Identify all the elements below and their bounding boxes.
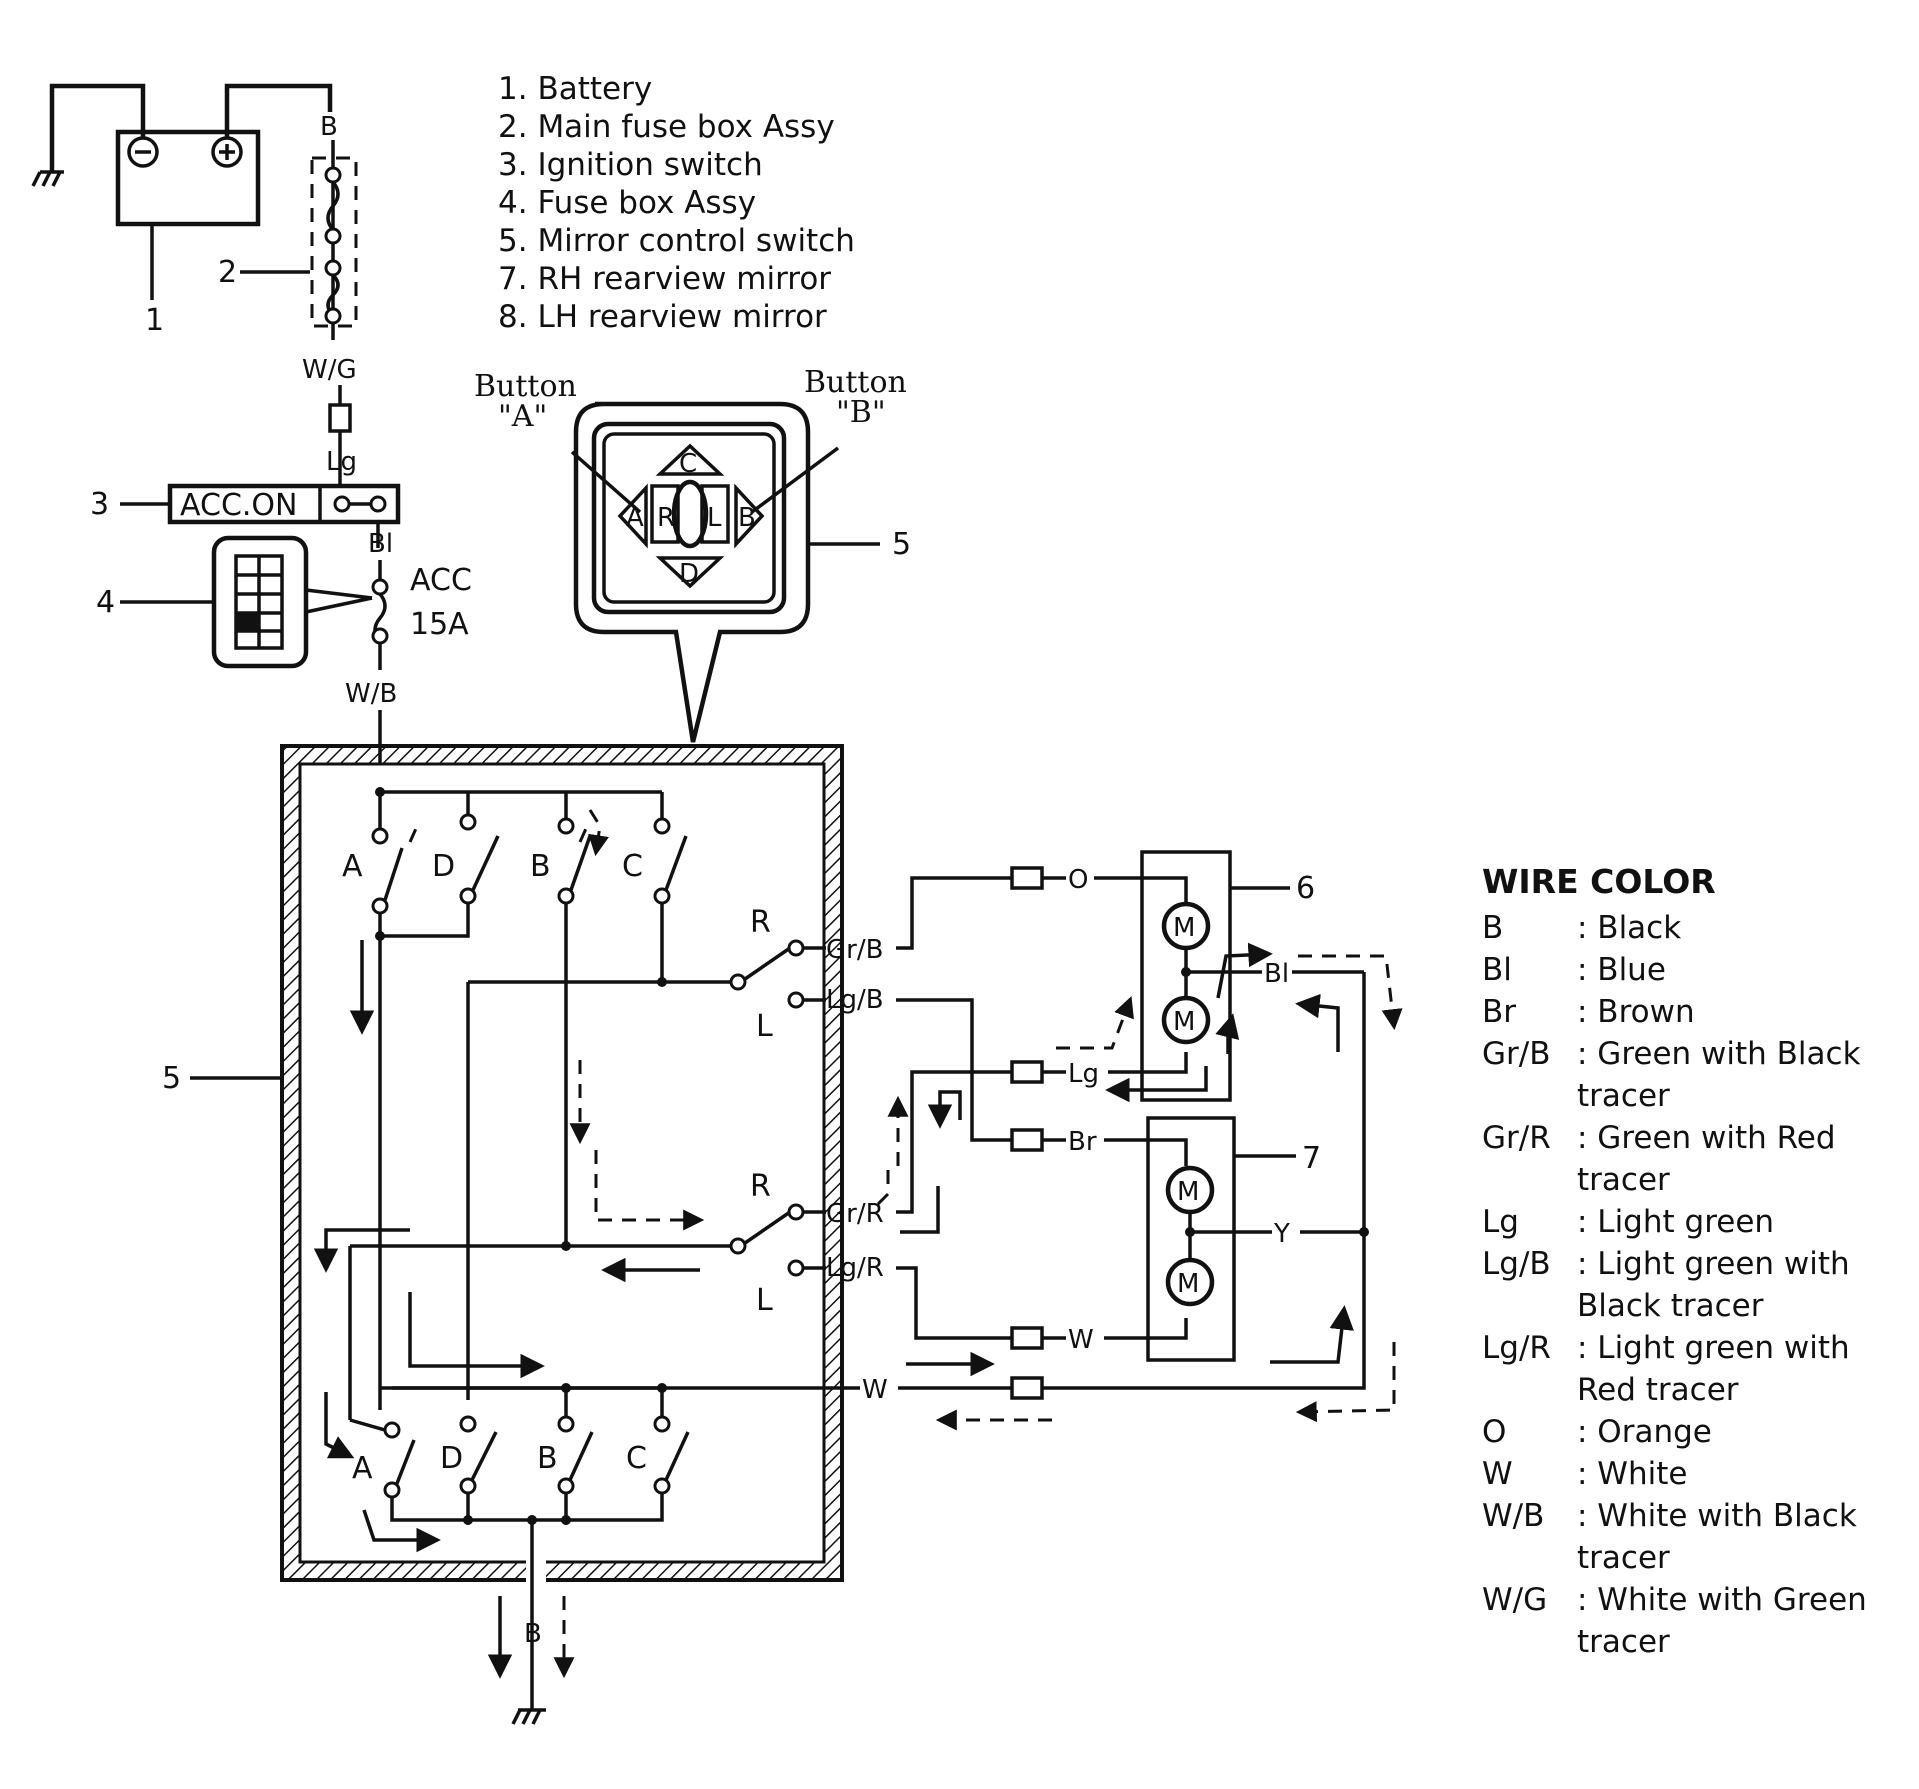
switch-bottom-b: B (537, 1441, 558, 1476)
wire-label-y: Y (1273, 1219, 1290, 1249)
motor-7b: M (1177, 1269, 1199, 1299)
mirror-6: 6 M M Bl (1140, 850, 1364, 1102)
wire-label-wb: W/B (345, 679, 397, 709)
fuse-label-acc: ACC (410, 563, 472, 598)
mirror-control-switch: 5 A D B C (162, 744, 844, 1725)
callout-7: 7 (1302, 1141, 1321, 1176)
legend-row: Gr/R: Green with Red tracer (1482, 1120, 1836, 1198)
ground-icon (31, 170, 64, 187)
callout-1: 1 (145, 303, 164, 338)
wire-label-b-ground: B (524, 1619, 542, 1649)
legend-row: B: Black (1482, 910, 1682, 946)
callout-2: 2 (218, 255, 237, 290)
parts-list: 1. Battery 2. Main fuse box Assy 3. Igni… (498, 70, 855, 336)
switch-top-c: C (622, 849, 643, 884)
wire-label-grb: Gr/B (826, 935, 883, 965)
legend-row: Lg/R: Light green with Red tracer (1482, 1330, 1850, 1408)
selector-r2: R (750, 1169, 771, 1204)
ignition-switch: ACC.ON 3 Bl (90, 483, 401, 559)
wire-label-lg-mirror: Lg (1068, 1059, 1099, 1089)
parts-list-item: 7. RH rearview mirror (498, 261, 832, 297)
pad-label-l: L (707, 503, 722, 533)
wire-label-br: Br (1068, 1127, 1097, 1157)
selector-l2: L (756, 1283, 773, 1318)
wire-label-wg: W/G (302, 355, 357, 385)
fuse-box-assy: 4 ACC 15A W/B (96, 535, 472, 792)
ground-icon (511, 1708, 546, 1725)
button-a-title: Button (474, 369, 577, 404)
legend-row: Br: Brown (1482, 994, 1695, 1030)
parts-list-item: 8. LH rearview mirror (498, 299, 827, 335)
pad-label-b: B (738, 503, 756, 533)
parts-list-item: 2. Main fuse box Assy (498, 109, 835, 145)
motor-6b: M (1173, 1007, 1195, 1037)
parts-list-item: 5. Mirror control switch (498, 223, 855, 259)
ignition-label: ACC.ON (180, 488, 297, 523)
fuse-label-15a: 15A (410, 607, 469, 642)
switch-bottom-a: A (352, 1451, 373, 1486)
main-fuse-box: B 2 W/G Lg (218, 112, 358, 486)
battery: 1 (31, 83, 333, 338)
callout-4: 4 (96, 585, 115, 620)
switch-top-b: B (530, 849, 551, 884)
legend-row: W/G: White with Green tracer (1482, 1582, 1867, 1660)
switch-top-d: D (432, 849, 455, 884)
wire-label-lgr: Lg/R (826, 1253, 884, 1283)
legend-row: O: Orange (1482, 1414, 1712, 1450)
pad-label-r: R (657, 503, 675, 533)
harness-wires: Gr/B O Lg/B Br Gr/R Lg Lg/R W W (380, 865, 1369, 1405)
wire-label-w-mirror: W (1068, 1325, 1094, 1355)
wire-label-lg-top: Lg (326, 447, 357, 477)
wire-label-w-main: W (862, 1375, 888, 1405)
selector-l1: L (756, 1009, 773, 1044)
legend-row: Gr/B: Green with Black tracer (1482, 1036, 1861, 1114)
legend-row: Lg: Light green (1482, 1204, 1775, 1240)
parts-list-item: 4. Fuse box Assy (498, 185, 757, 221)
switch-bottom-c: C (626, 1441, 647, 1476)
wire-label-grr: Gr/R (826, 1199, 884, 1229)
button-a-name: "A" (498, 399, 547, 434)
current-flow-arrows (313, 809, 1403, 1679)
button-b-title: Button (804, 365, 907, 400)
legend-row: W: White (1482, 1456, 1688, 1492)
pad-label-d: D (679, 559, 699, 589)
callout-6: 6 (1296, 871, 1315, 906)
switch-bottom-d: D (440, 1441, 463, 1476)
pad-label-c: C (679, 449, 697, 479)
mirror-7: 7 M M Y (1146, 1116, 1364, 1362)
wire-label-lgb: Lg/B (826, 985, 884, 1015)
wire-label-bl-top: Bl (368, 529, 393, 559)
selector-r1: R (750, 905, 771, 940)
legend-row: W/B: White with Black tracer (1482, 1498, 1857, 1576)
callout-3: 3 (90, 487, 109, 522)
motor-6a: M (1173, 913, 1195, 943)
wire-label-o: O (1068, 865, 1088, 895)
callout-5b: 5 (892, 527, 911, 562)
legend-row: Lg/B: Light green with Black tracer (1482, 1246, 1850, 1324)
parts-list-item: 3. Ignition switch (498, 147, 763, 183)
wire-color-legend: WIRE COLOR B: Black Bl: Blue Br: Brown G… (1482, 862, 1902, 1663)
legend-title: WIRE COLOR (1482, 862, 1716, 901)
legend-row: Bl: Blue (1482, 952, 1666, 988)
parts-list-item: 1. Battery (498, 71, 653, 107)
motor-7a: M (1177, 1177, 1199, 1207)
wire-label-bl-mirror: Bl (1264, 959, 1289, 989)
wire-label-b-top: B (320, 112, 338, 142)
button-b-name: "B" (836, 395, 886, 430)
mirror-switch-pad: Button "A" Button "B" C D A B R L 5 (474, 365, 911, 743)
callout-5a: 5 (162, 1061, 181, 1096)
switch-top-a: A (342, 849, 363, 884)
